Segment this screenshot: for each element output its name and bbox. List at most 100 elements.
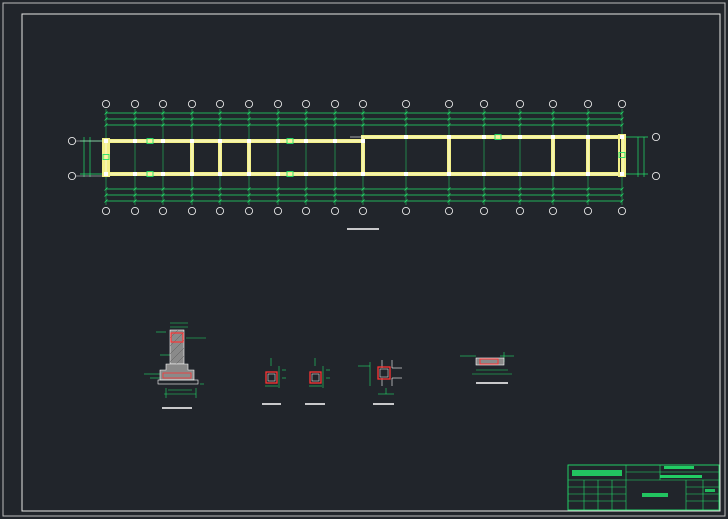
column-marker-top-16: [586, 135, 590, 139]
grid-bubble-bottom-2: [130, 206, 140, 216]
dim-tick: [104, 193, 108, 197]
column-marker-top-2: [133, 139, 137, 143]
grid-bubble-bottom-10: [358, 206, 368, 216]
column-marker-top-7: [276, 139, 280, 143]
section-marker-7: [494, 134, 502, 140]
grid-bubble-bottom-1: [101, 206, 111, 216]
dim-tick: [586, 193, 590, 197]
dim-tick: [518, 123, 522, 127]
dim-tick: [133, 123, 137, 127]
dim-tick: [304, 111, 308, 115]
dim-tick: [161, 111, 165, 115]
section-marker-1: [146, 138, 154, 144]
dim-tick: [247, 123, 251, 127]
dim-tick: [133, 187, 137, 191]
dim-tick: [104, 123, 108, 127]
dim-tick: [276, 187, 280, 191]
dim-tick: [190, 187, 194, 191]
dim-tick: [404, 123, 408, 127]
dim-tick: [190, 123, 194, 127]
column-joint-section[interactable]: [358, 360, 402, 405]
beam-section[interactable]: [460, 352, 514, 384]
dim-tick: [518, 193, 522, 197]
dim-tick: [161, 199, 165, 203]
grid-bubble-bottom-6: [244, 206, 254, 216]
column-marker-bottom-6: [247, 172, 251, 176]
dim-tick: [518, 187, 522, 191]
dim-tick: [218, 199, 222, 203]
column-marker-top-9: [333, 139, 337, 143]
dim-tick: [333, 187, 337, 191]
dim-tick: [133, 117, 137, 121]
column-marker-bottom-9: [333, 172, 337, 176]
column-marker-bottom-14: [518, 172, 522, 176]
dim-tick: [161, 187, 165, 191]
dim-tick: [161, 193, 165, 197]
dim-tick: [482, 111, 486, 115]
column-marker-bottom-3: [161, 172, 165, 176]
dim-tick: [276, 193, 280, 197]
grid-bubble-bottom-16: [583, 206, 593, 216]
dim-tick: [304, 187, 308, 191]
section-marker-4: [286, 171, 294, 177]
dim-tick: [304, 193, 308, 197]
column-marker-top-11: [404, 135, 408, 139]
dim-tick: [447, 193, 451, 197]
dim-tick: [586, 111, 590, 115]
dim-tick: [551, 117, 555, 121]
grid-bubble-side-2: [67, 171, 77, 181]
dim-tick: [276, 199, 280, 203]
dim-tick: [586, 117, 590, 121]
dim-tick: [218, 187, 222, 191]
grid-bubble-top-7: [273, 99, 283, 109]
column-marker-bottom-2: [133, 172, 137, 176]
title-block-drawing-title: [642, 493, 668, 497]
column-marker-bottom-1: [104, 172, 108, 176]
dim-tick: [190, 193, 194, 197]
grid-bubble-top-13: [479, 99, 489, 109]
dim-tick: [620, 111, 624, 115]
dim-tick: [518, 111, 522, 115]
dim-tick: [276, 117, 280, 121]
column-section-2[interactable]: [305, 358, 330, 405]
dim-tick: [190, 199, 194, 203]
column-section-1[interactable]: [262, 358, 286, 405]
grid-bubble-bottom-7: [273, 206, 283, 216]
dim-tick: [620, 187, 624, 191]
dim-tick: [518, 117, 522, 121]
grid-bubble-bottom-15: [548, 206, 558, 216]
dim-tick: [482, 199, 486, 203]
dim-tick: [620, 117, 624, 121]
foundation-plan[interactable]: [67, 99, 661, 230]
dim-tick: [361, 123, 365, 127]
grid-bubble-top-3: [158, 99, 168, 109]
dim-tick: [161, 123, 165, 127]
column-marker-bottom-11: [404, 172, 408, 176]
grid-bubble-top-16: [583, 99, 593, 109]
dim-tick: [218, 117, 222, 121]
grid-bubble-top-8: [301, 99, 311, 109]
dim-tick: [333, 111, 337, 115]
dim-tick: [247, 199, 251, 203]
dim-tick: [304, 123, 308, 127]
dim-tick: [361, 111, 365, 115]
dim-tick: [404, 117, 408, 121]
grid-bubble-top-5: [215, 99, 225, 109]
dim-tick: [218, 123, 222, 127]
grid-bubble-bottom-11: [401, 206, 411, 216]
title-block[interactable]: [567, 464, 720, 511]
dim-tick: [447, 123, 451, 127]
column-section-1-dimensions: [265, 358, 286, 388]
grid-extension-lines: [76, 109, 624, 205]
dim-tick: [333, 199, 337, 203]
column-joint-dimensions: [358, 362, 394, 395]
grid-bubble-bottom-8: [301, 206, 311, 216]
dim-tick: [218, 111, 222, 115]
dim-tick: [551, 123, 555, 127]
wall-footing-section[interactable]: [144, 322, 206, 409]
dim-tick: [620, 123, 624, 127]
column-marker-bottom-5: [218, 172, 222, 176]
dim-tick: [361, 193, 365, 197]
